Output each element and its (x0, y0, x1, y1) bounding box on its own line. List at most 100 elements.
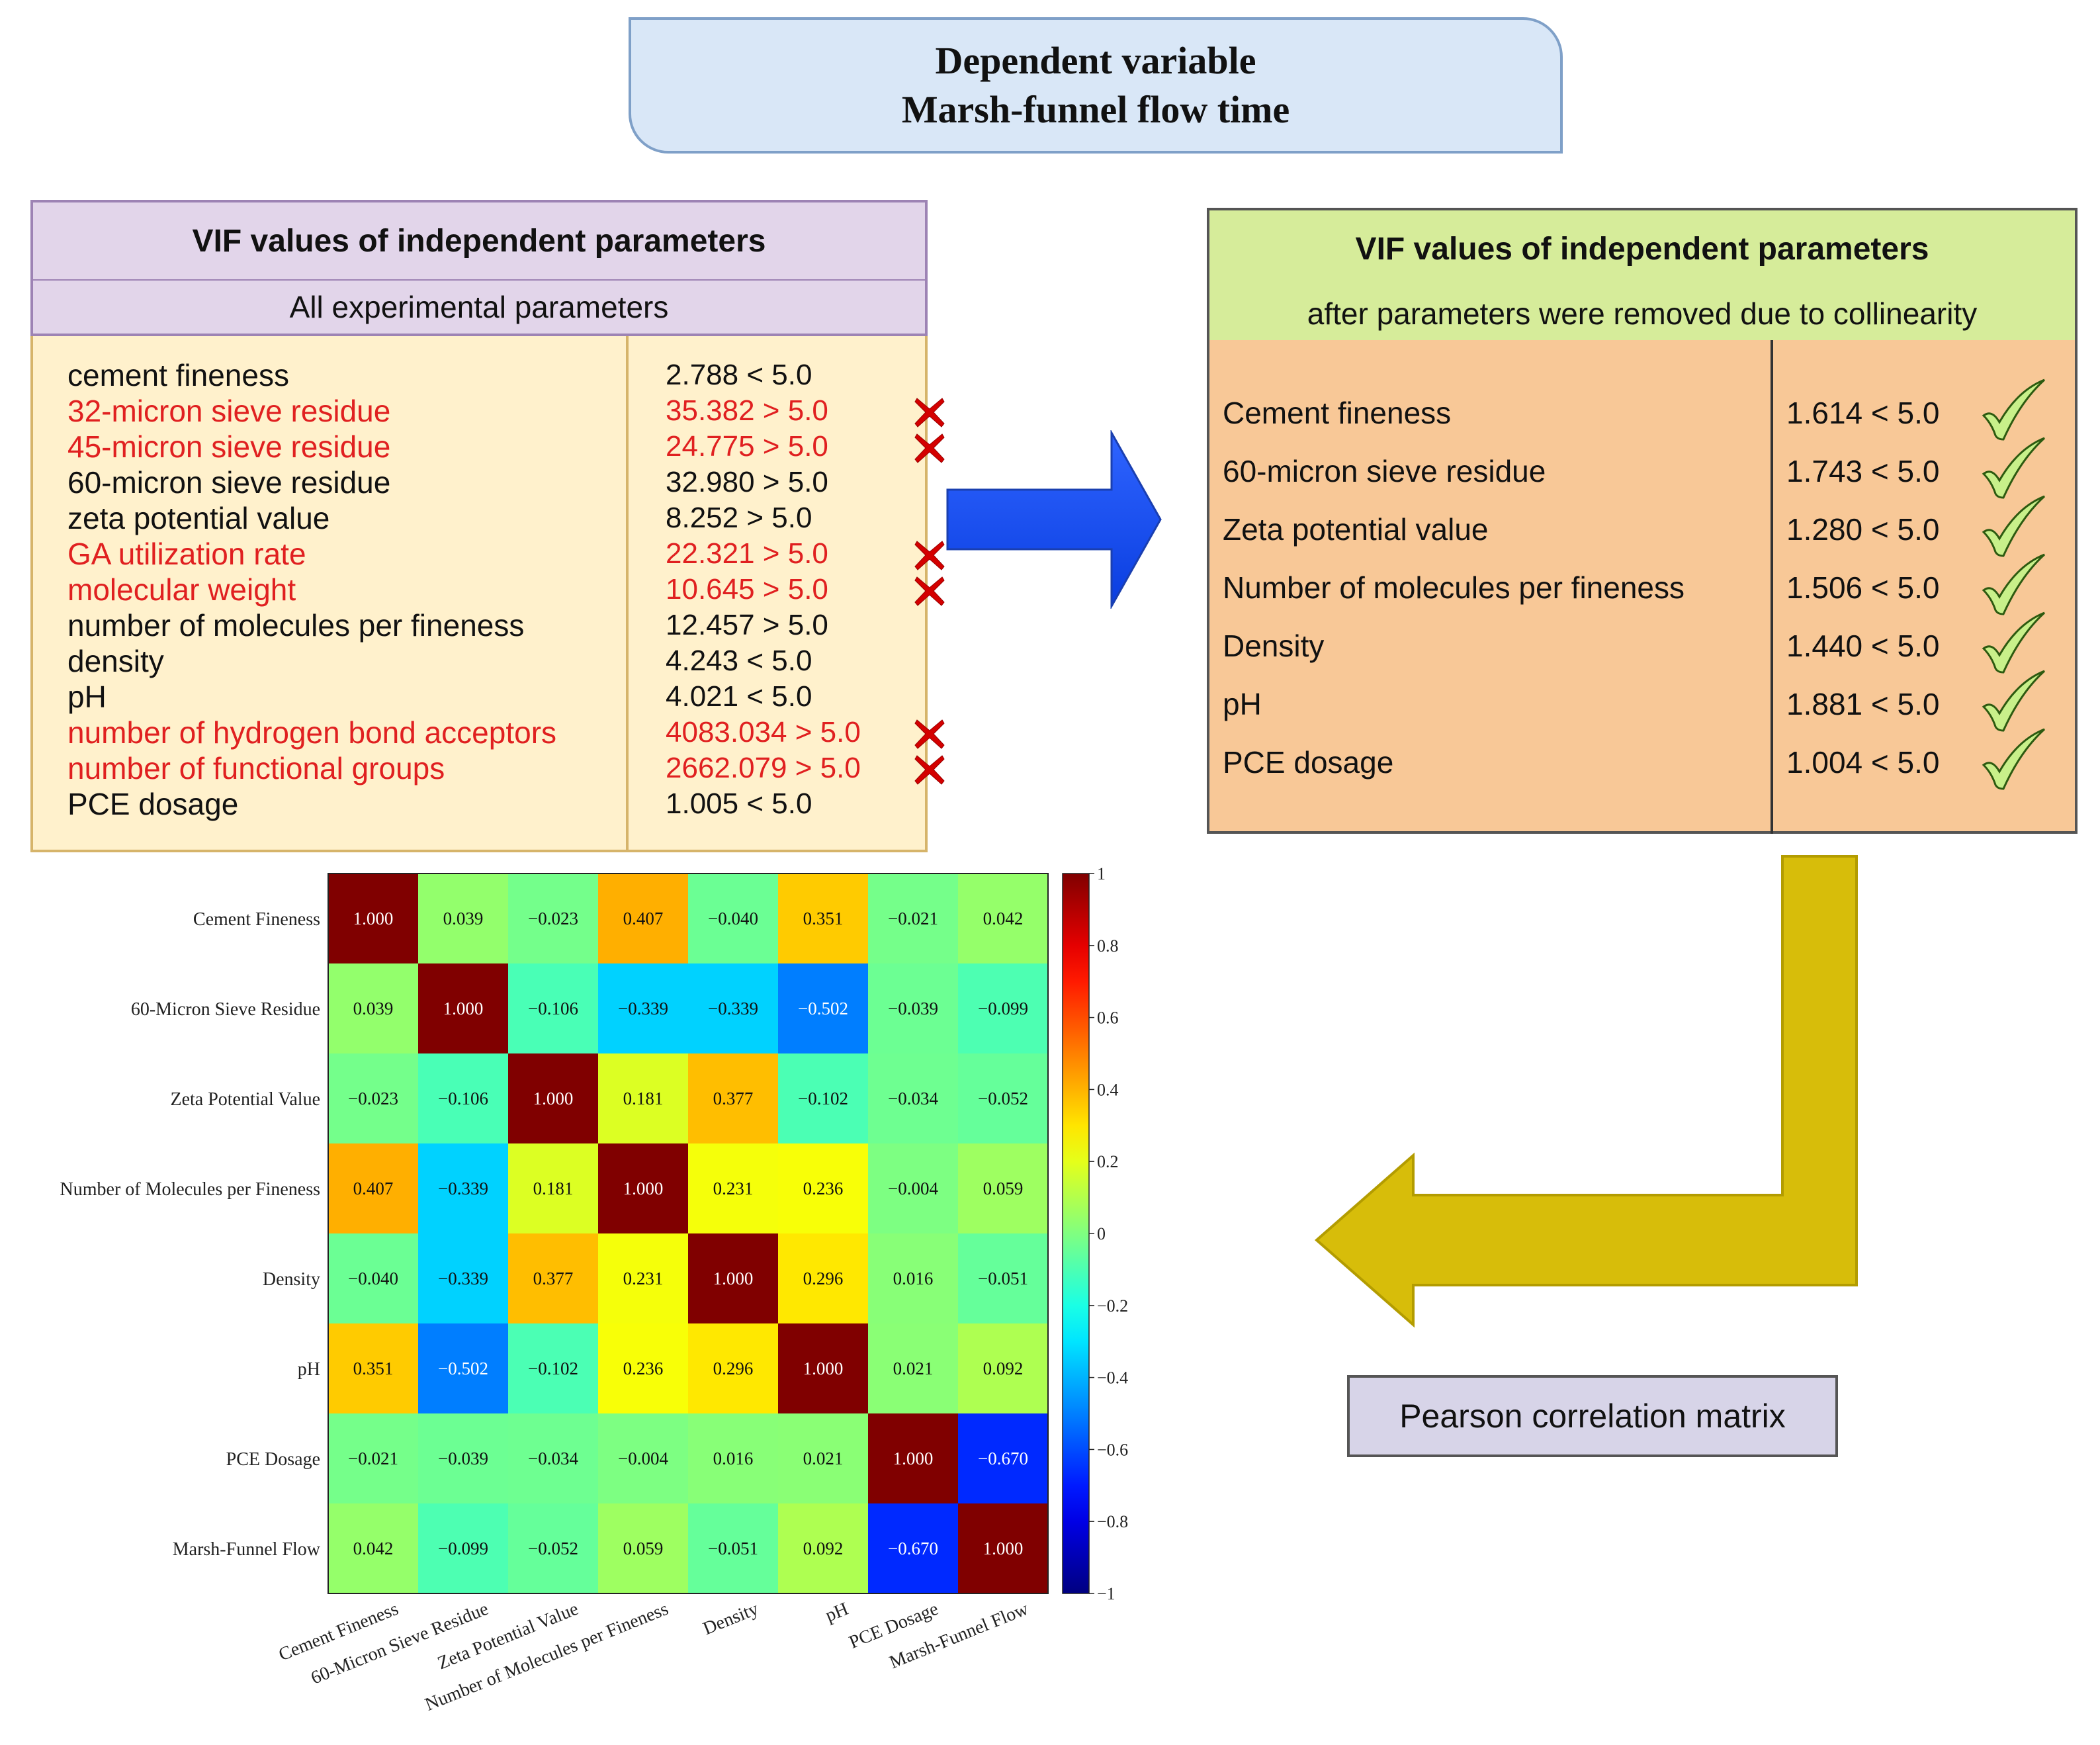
heatmap-cell (778, 963, 868, 1053)
heatmap-cell-value: 0.351 (353, 1359, 394, 1378)
heatmap-cell (958, 1413, 1048, 1503)
heatmap-row-label: Zeta Potential Value (170, 1089, 320, 1110)
heatmap-cell-value: 0.059 (983, 1179, 1024, 1198)
heatmap-cell (598, 873, 688, 963)
heatmap-cell-value: 0.296 (713, 1359, 754, 1378)
heatmap-cell (688, 1053, 778, 1143)
heatmap-cell (418, 1413, 508, 1503)
heatmap-cell (688, 963, 778, 1053)
heatmap-cell (598, 963, 688, 1053)
vif-reduced-row-value: 1.614 < 5.0 (1786, 396, 1940, 430)
heatmap-cell (418, 873, 508, 963)
colorbar (1062, 873, 1090, 1594)
colorbar-tick-label: 0 (1097, 1224, 1106, 1243)
vif-reduced-parameters-table: VIF values of independent parameters aft… (1207, 208, 2078, 834)
vif-all-parameters-table: VIF values of independent parameters All… (30, 200, 945, 852)
colorbar-tick-label: −1 (1097, 1584, 1116, 1603)
vif-reduced-row-value: 1.881 < 5.0 (1786, 687, 1940, 721)
colorbar-tick-label: 0.6 (1097, 1008, 1119, 1028)
heatmap-cell (868, 1503, 958, 1593)
vif-all-row-name: PCE dosage (67, 787, 239, 821)
heatmap-cell-value: −0.004 (618, 1449, 668, 1468)
red-x-icon (914, 398, 945, 427)
heatmap-cell-value: −0.004 (888, 1179, 938, 1198)
red-x-icon (914, 576, 945, 606)
heatmap-row-label: 60-Micron Sieve Residue (131, 999, 320, 1020)
heatmap-cell (868, 1143, 958, 1233)
heatmap-cell-value: 1.000 (353, 909, 394, 928)
heatmap-cell (868, 1233, 958, 1323)
vif-reduced-row-value: 1.743 < 5.0 (1786, 454, 1940, 488)
vif-all-subheading: All experimental parameters (30, 281, 928, 336)
heatmap-cell (508, 963, 598, 1053)
vif-all-row-value: 2.788 < 5.0 (666, 359, 812, 391)
heatmap-cell-value: 1.000 (533, 1089, 574, 1108)
vif-reduced-row-name: pH (1223, 687, 1262, 721)
vif-all-row-value: 4083.034 > 5.0 (666, 716, 861, 748)
green-check-icon (1982, 553, 2046, 615)
heatmap-cell (778, 1503, 868, 1593)
heatmap-cell (868, 873, 958, 963)
red-x-icon (914, 755, 945, 785)
heatmap-cell-value: −0.099 (438, 1539, 488, 1558)
vif-all-row-name: 60-micron sieve residue (67, 465, 391, 500)
heatmap-cell (778, 1053, 868, 1143)
heatmap-cell-value: −0.106 (438, 1089, 488, 1108)
colorbar-tick-label: −0.2 (1097, 1296, 1128, 1316)
heatmap-cell (688, 1143, 778, 1233)
heatmap-cell-value: −0.034 (528, 1449, 578, 1468)
pearson-correlation-matrix-label: Pearson correlation matrix (1347, 1375, 1838, 1457)
vif-all-divider (626, 336, 629, 852)
heatmap-cell (508, 1233, 598, 1323)
heatmap-cell (328, 1143, 418, 1233)
heatmap-cell-value: 0.042 (353, 1539, 394, 1558)
vif-all-row-name: cement fineness (67, 358, 289, 392)
heatmap-cell-value: 1.000 (443, 999, 484, 1018)
heatmap-cell (958, 1323, 1048, 1413)
heatmap-cell (688, 1233, 778, 1323)
heatmap-cell-value: −0.021 (348, 1449, 398, 1468)
vif-all-row-value: 1.005 < 5.0 (666, 787, 812, 820)
heatmap-cell (958, 1053, 1048, 1143)
vif-all-row-name: GA utilization rate (67, 537, 306, 571)
heatmap-cell-value: 0.407 (623, 909, 664, 928)
heatmap-cell-value: 0.236 (803, 1179, 844, 1198)
heatmap-cell (418, 1323, 508, 1413)
heatmap-cell-value: 1.000 (623, 1179, 664, 1198)
heatmap-cell (418, 1053, 508, 1143)
heatmap-row-label: Number of Molecules per Fineness (60, 1179, 320, 1200)
green-check-icon (1982, 495, 2046, 557)
heatmap-cell (688, 1323, 778, 1413)
heatmap-cell (868, 1323, 958, 1413)
heatmap-cell-value: 0.092 (983, 1359, 1024, 1378)
heatmap-cell (778, 1413, 868, 1503)
vif-all-row-value: 35.382 > 5.0 (666, 394, 828, 427)
heatmap-cell-value: −0.039 (888, 999, 938, 1018)
green-check-icon (1982, 437, 2046, 499)
heatmap-cell (778, 873, 868, 963)
vif-reduced-row-name: Zeta potential value (1223, 512, 1489, 547)
vif-reduced-row-name: 60-micron sieve residue (1223, 454, 1546, 488)
heatmap-cell-value: 0.296 (803, 1269, 844, 1288)
colorbar-tick-label: 0.4 (1097, 1080, 1119, 1099)
heatmap-cell-value: −0.040 (708, 909, 758, 928)
heatmap-cell-value: −0.023 (528, 909, 578, 928)
heatmap-cell (868, 1413, 958, 1503)
green-check-icon (1982, 670, 2046, 732)
heatmap-cell-value: −0.021 (888, 909, 938, 928)
heatmap-cell-value: 0.236 (623, 1359, 664, 1378)
heatmap-cell (328, 1323, 418, 1413)
vif-reduced-divider (1771, 340, 1773, 834)
heatmap-cell-value: 0.059 (623, 1539, 664, 1558)
red-x-icon (914, 433, 945, 463)
heatmap-cell-value: −0.670 (978, 1449, 1028, 1468)
colorbar-tick-label: −0.6 (1097, 1440, 1128, 1459)
heatmap-cell-value: −0.670 (888, 1539, 938, 1558)
vif-all-row-value: 4.243 < 5.0 (666, 645, 812, 677)
heatmap-cell (598, 1413, 688, 1503)
heatmap-row-label: Marsh-Funnel Flow (173, 1539, 321, 1560)
vif-all-row-name: 32-micron sieve residue (67, 394, 391, 428)
heatmap-cell (868, 963, 958, 1053)
heatmap-cell (328, 963, 418, 1053)
vif-all-row-value: 4.021 < 5.0 (666, 680, 812, 713)
